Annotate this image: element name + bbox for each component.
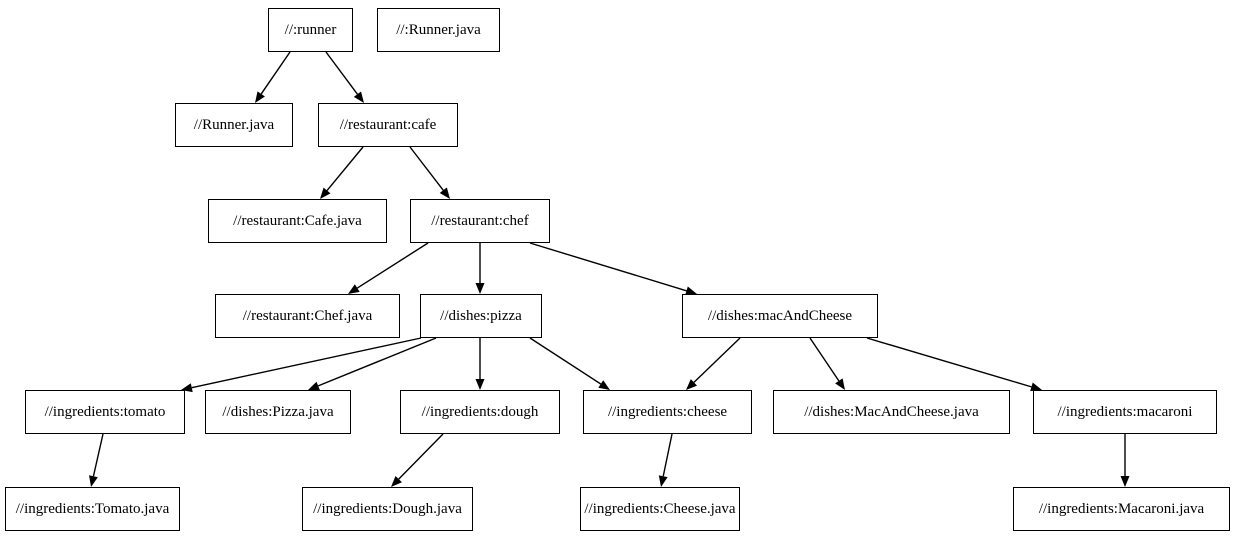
edge-tomato-to-tomato-java: [89, 433, 104, 487]
graph-node-label: //dishes:MacAndCheese.java: [804, 403, 979, 420]
graph-node-label: //ingredients:tomato: [44, 403, 166, 420]
arrowhead-icon: [686, 379, 698, 390]
edge-mac-and-cheese-to-cheese: [686, 337, 741, 390]
edge-pizza-to-pizza-java: [308, 337, 437, 391]
graph-node-label: //:runner: [284, 21, 337, 38]
arrowhead-icon: [391, 475, 402, 487]
edge-dough-to-dough-java: [391, 433, 444, 487]
edge-chef-to-pizza: [475, 243, 485, 294]
graph-node-pizza: //dishes:pizza: [420, 294, 542, 338]
graph-node-runner: //:runner: [268, 8, 353, 52]
edge-mac-and-cheese-to-mac-and-cheese-java: [809, 337, 845, 390]
edge-cafe-to-cafe-java: [320, 146, 364, 199]
arrowhead-icon: [658, 475, 668, 487]
graph-node-macaroni: //ingredients:macaroni: [1033, 390, 1217, 434]
edge-runner-to-cafe: [325, 51, 364, 103]
graph-node-label: //ingredients:macaroni: [1057, 403, 1193, 420]
graph-node-cafe-java: //restaurant:Cafe.java: [208, 199, 387, 243]
graph-node-cheese-java: //ingredients:Cheese.java: [580, 487, 740, 531]
edge-line: [866, 337, 1032, 388]
graph-node-macaroni-java: //ingredients:Macaroni.java: [1013, 487, 1230, 531]
arrowhead-icon: [348, 284, 360, 294]
edge-line: [325, 51, 358, 95]
graph-node-label: //restaurant:Cafe.java: [233, 212, 362, 229]
graph-node-label: //ingredients:Macaroni.java: [1038, 500, 1205, 517]
arrowhead-icon: [475, 379, 485, 390]
graph-node-runner-java: //Runner.java: [175, 103, 293, 147]
arrowhead-icon: [320, 187, 331, 199]
graph-node-label: //restaurant:chef: [431, 212, 529, 229]
edge-line: [409, 146, 444, 191]
graph-node-label: //Runner.java: [193, 116, 275, 133]
edge-runner-to-runner-java: [255, 51, 291, 103]
arrowhead-icon: [439, 187, 450, 199]
graph-node-pizza-java: //dishes:Pizza.java: [205, 390, 351, 434]
arrowhead-icon: [475, 283, 485, 294]
graph-node-tomato-java: //ingredients:Tomato.java: [5, 487, 180, 531]
graph-node-label: //ingredients:dough: [421, 403, 539, 420]
graph-node-dough: //ingredients:dough: [400, 390, 560, 434]
graph-node-cafe: //restaurant:cafe: [318, 103, 458, 147]
graph-node-mac-and-cheese-java: //dishes:MacAndCheese.java: [773, 390, 1010, 434]
graph-node-label: //ingredients:cheese: [607, 403, 728, 420]
graph-node-label: //ingredients:Cheese.java: [584, 500, 736, 517]
edge-line: [191, 337, 422, 389]
arrowhead-icon: [89, 475, 98, 487]
arrowhead-icon: [308, 381, 320, 391]
edge-line: [92, 433, 104, 477]
graph-node-tomato: //ingredients:tomato: [25, 390, 185, 434]
edge-line: [317, 337, 437, 387]
edge-line: [398, 433, 444, 480]
arrowhead-icon: [835, 378, 845, 390]
graph-node-label: //ingredients:Tomato.java: [15, 500, 170, 517]
arrowhead-icon: [598, 380, 610, 390]
edge-pizza-to-tomato: [181, 337, 422, 393]
graph-node-label: //dishes:macAndCheese: [707, 307, 853, 324]
graph-node-label: //ingredients:Dough.java: [313, 500, 462, 517]
graph-node-dough-java: //ingredients:Dough.java: [302, 487, 473, 531]
edge-macaroni-to-macaroni-java: [1120, 434, 1130, 487]
edge-line: [529, 337, 602, 385]
graph-node-chef: //restaurant:chef: [410, 199, 550, 243]
arrowhead-icon: [255, 91, 265, 103]
edge-line: [529, 242, 687, 292]
edge-line: [693, 337, 741, 383]
edge-line: [356, 242, 429, 289]
graph-node-label: //dishes:pizza: [440, 307, 522, 324]
edge-mac-and-cheese-to-macaroni: [866, 337, 1042, 392]
graph-node-chef-java: //restaurant:Chef.java: [215, 294, 400, 338]
arrowhead-icon: [685, 286, 697, 296]
graph-node-root-runner-java: //:Runner.java: [377, 8, 500, 52]
arrowhead-icon: [181, 383, 193, 393]
arrowhead-icon: [1120, 476, 1130, 487]
edge-line: [809, 337, 840, 382]
arrowhead-icon: [1030, 382, 1042, 392]
edge-line: [662, 433, 673, 477]
edge-chef-to-chef-java: [348, 242, 429, 294]
graph-node-label: //restaurant:cafe: [339, 116, 437, 133]
edge-chef-to-mac-and-cheese: [529, 242, 697, 296]
edge-line: [260, 51, 291, 95]
edge-pizza-to-cheese: [529, 337, 610, 390]
graph-node-cheese: //ingredients:cheese: [583, 390, 752, 434]
graph-node-label: //dishes:Pizza.java: [222, 403, 334, 420]
graph-node-label: //:Runner.java: [396, 21, 481, 38]
edge-cheese-to-cheese-java: [658, 433, 673, 487]
graph-node-label: //restaurant:Chef.java: [242, 307, 373, 324]
edge-line: [326, 146, 364, 191]
edge-pizza-to-dough: [475, 338, 485, 390]
graph-node-mac-and-cheese: //dishes:macAndCheese: [682, 294, 878, 338]
edge-cafe-to-chef: [409, 146, 450, 199]
arrowhead-icon: [353, 91, 364, 103]
